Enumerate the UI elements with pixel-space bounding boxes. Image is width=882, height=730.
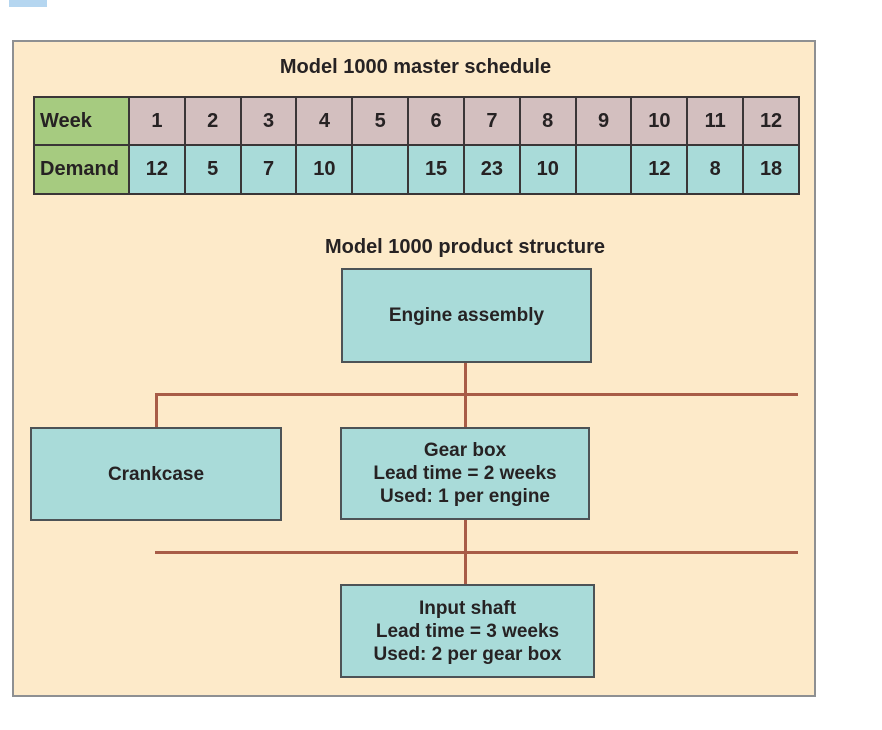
node-crankcase-label: Crankcase bbox=[107, 463, 205, 485]
demand-cell-9 bbox=[575, 145, 632, 194]
demand-cell-4: 10 bbox=[296, 145, 353, 194]
master-schedule-table: Week 1 2 3 4 5 6 7 8 9 10 11 12 Demand 1… bbox=[33, 96, 800, 195]
node-input-shaft: Input shaft Lead time = 3 weeks Used: 2 … bbox=[340, 584, 595, 678]
corner-accent-bar bbox=[9, 0, 47, 7]
node-gear-box-lead-time: Lead time = 2 weeks bbox=[373, 463, 557, 484]
demand-cell-12: 18 bbox=[743, 145, 799, 194]
node-gear-box: Gear box Lead time = 2 weeks Used: 1 per… bbox=[340, 427, 590, 520]
node-input-shaft-usage: Used: 2 per gear box bbox=[373, 643, 562, 665]
demand-cell-11: 8 bbox=[687, 145, 744, 194]
connector-level1-horizontal-line bbox=[155, 393, 798, 396]
week-cell-4: 4 bbox=[296, 97, 353, 145]
demand-cell-2: 5 bbox=[184, 145, 241, 194]
week-cell-1: 1 bbox=[129, 97, 185, 145]
week-cell-7: 7 bbox=[463, 97, 520, 145]
demand-cell-10: 12 bbox=[631, 145, 688, 194]
demand-row-label: Demand bbox=[34, 145, 129, 194]
week-cell-10: 10 bbox=[631, 97, 688, 145]
week-cell-5: 5 bbox=[352, 97, 409, 145]
week-cell-3: 3 bbox=[240, 97, 297, 145]
week-cell-6: 6 bbox=[408, 97, 464, 145]
week-cell-2: 2 bbox=[184, 97, 241, 145]
master-schedule-title: Model 1000 master schedule bbox=[279, 56, 552, 78]
week-cell-11: 11 bbox=[687, 97, 744, 145]
node-gear-box-usage: Used: 1 per engine bbox=[380, 486, 550, 507]
week-cell-9: 9 bbox=[575, 97, 632, 145]
node-engine-assembly: Engine assembly bbox=[341, 268, 592, 363]
week-cell-12: 12 bbox=[743, 97, 799, 145]
demand-cell-1: 12 bbox=[129, 145, 185, 194]
demand-cell-3: 7 bbox=[240, 145, 297, 194]
product-structure-title: Model 1000 product structure bbox=[324, 236, 606, 258]
demand-cell-7: 23 bbox=[463, 145, 520, 194]
week-row-label: Week bbox=[34, 97, 129, 145]
figure-panel: Model 1000 master schedule Week 1 2 3 4 … bbox=[12, 40, 816, 697]
node-engine-assembly-label: Engine assembly bbox=[388, 305, 545, 326]
connector-level2-horizontal-line bbox=[155, 551, 798, 554]
demand-cell-5 bbox=[352, 145, 409, 194]
demand-cell-8: 10 bbox=[519, 145, 576, 194]
connector-crankcase-drop-line bbox=[155, 393, 158, 427]
node-input-shaft-lead-time: Lead time = 3 weeks bbox=[375, 620, 560, 642]
node-input-shaft-title: Input shaft bbox=[418, 597, 517, 619]
node-gear-box-title: Gear box bbox=[423, 440, 507, 461]
node-crankcase: Crankcase bbox=[30, 427, 282, 521]
demand-cell-6: 15 bbox=[408, 145, 464, 194]
week-cell-8: 8 bbox=[519, 97, 576, 145]
